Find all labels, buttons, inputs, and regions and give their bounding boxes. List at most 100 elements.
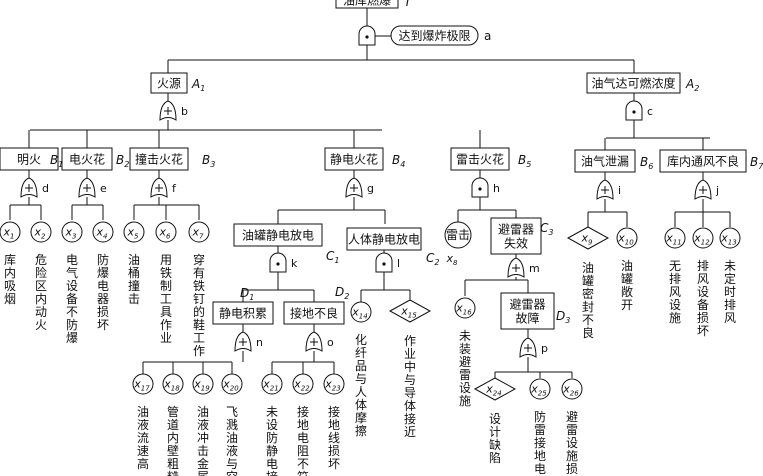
and-gate-dot <box>632 110 636 114</box>
event-box-B6 <box>574 149 636 173</box>
basic-event-id-x8: x8 <box>446 252 459 267</box>
event-description-x16: 未装避雷设施 <box>459 329 471 408</box>
basic-event-x4 <box>92 221 114 243</box>
event-description-x23: 接地线损坏 <box>328 404 340 471</box>
basic-event-id-x4: x4 <box>96 226 108 241</box>
and-gate-dot <box>365 35 369 39</box>
event-box-B2 <box>61 147 113 171</box>
event-description-x21: 未设防静电接 <box>266 405 278 476</box>
event-box-D2 <box>283 301 345 325</box>
event-label-D3: 避雷器 <box>509 298 545 312</box>
event-box-B1 <box>0 147 59 171</box>
basic-event-x2 <box>30 221 52 243</box>
event-label-A2: 油气达可燃浓度 <box>591 76 675 91</box>
gate-letter: e <box>100 182 107 195</box>
basic-event-x17 <box>132 373 154 395</box>
basic-event-x16 <box>454 297 476 319</box>
event-box-C3 <box>490 217 542 255</box>
condition-label: 达到爆炸极限 <box>398 29 470 43</box>
basic-event-x10 <box>616 227 638 249</box>
basic-event-x8-label: 雷击 <box>446 228 470 242</box>
event-box-A1 <box>150 72 188 94</box>
basic-event-x14 <box>350 301 372 323</box>
event-code-B7: B7 <box>750 155 763 171</box>
event-description-x25: 防雷接地电阻 <box>534 409 546 476</box>
event-code-B6: B6 <box>640 155 653 171</box>
event-code-C2: C2 <box>426 251 439 267</box>
event-label-B3: 撞击火花 <box>135 152 183 167</box>
event-description-x1: 库内吸烟 <box>4 252 16 306</box>
event-description-x11: 无排风设施 <box>669 259 681 325</box>
event-code-top: T <box>404 0 413 9</box>
gate-letter: g <box>367 182 374 195</box>
basic-event-x1 <box>0 221 21 243</box>
event-description-x4: 防爆电器损坏 <box>97 252 109 332</box>
basic-event-x3 <box>61 221 83 243</box>
event-box-C2 <box>346 227 422 251</box>
event-code-A2: A2 <box>685 77 699 93</box>
basic-event-x21 <box>261 373 283 395</box>
gate-letter: l <box>397 257 400 270</box>
event-label-B7: 库内通风不良 <box>667 154 739 169</box>
event-description-x24: 设计缺陷 <box>489 412 501 465</box>
event-label-D1: 静电积累 <box>219 307 267 321</box>
event-code-B1: B1 <box>50 153 63 169</box>
connector-lines <box>9 8 731 378</box>
event-label-B2: 电火花 <box>69 152 105 167</box>
basic-event-x20 <box>221 373 243 395</box>
gate-letter: b <box>181 105 188 118</box>
event-label-A1: 火源 <box>157 77 181 91</box>
event-description-x5: 油桶撞击 <box>128 253 140 306</box>
gate-letter: j <box>715 184 719 197</box>
event-description-x20: 飞溅油液与空 <box>226 405 238 476</box>
basic-event-x22 <box>292 373 314 395</box>
basic-event-x11 <box>664 227 686 249</box>
and-gate-dot <box>478 187 482 191</box>
event-box-top <box>335 0 399 9</box>
event-box-B5 <box>450 147 510 171</box>
event-label-B4: 静电火花 <box>330 152 378 167</box>
basic-event-x23 <box>323 373 345 395</box>
basic-event-id-x1: x1 <box>3 226 15 241</box>
event-label-B5: 雷击火花 <box>456 152 504 167</box>
event-description-x14: 化纤品与人体摩擦 <box>355 333 367 438</box>
event-description-x2: 危险区内动火 <box>35 253 47 332</box>
event-code-B2: B2 <box>116 153 129 169</box>
basic-event-x25 <box>529 378 551 400</box>
gate-letter: m <box>529 262 540 275</box>
event-description-x7: 穿有铁钉的鞋工作 <box>193 252 205 358</box>
event-label-C3: 避雷器 <box>498 223 534 237</box>
gate-letter: k <box>291 257 298 270</box>
event-description-x18: 管道内壁粗糙 <box>167 404 179 476</box>
basic-event-id-x3: x3 <box>65 226 77 241</box>
gate-letter: c <box>647 105 653 118</box>
event-description-x22: 接地电阻不符 <box>297 404 309 476</box>
event-description-x3: 电气设备不防爆 <box>66 253 78 345</box>
basic-event-x13 <box>719 227 741 249</box>
condition-event-a <box>390 25 479 46</box>
event-code-C1: C1 <box>326 249 339 265</box>
event-box-D3 <box>500 292 555 330</box>
event-description-x12: 排风设备损坏 <box>697 259 709 338</box>
event-box-A2 <box>586 72 681 94</box>
gate-letter: p <box>541 342 548 355</box>
gate-letter: d <box>42 182 49 195</box>
gate-letter: f <box>172 182 177 195</box>
event-code-A1: A1 <box>191 77 205 93</box>
event-code-B3: B3 <box>202 153 215 169</box>
gate-letter: h <box>493 182 500 195</box>
basic-event-x6 <box>155 221 177 243</box>
event-description-x10: 油罐敞开 <box>621 259 633 312</box>
basic-event-x12 <box>692 227 714 249</box>
event-description-x9: 油罐密封不良 <box>582 261 594 340</box>
undeveloped-event-x9 <box>566 226 610 250</box>
basic-event-x8 <box>444 221 472 249</box>
event-code-B5: B5 <box>518 153 531 169</box>
event-code-D2: D2 <box>335 285 349 301</box>
event-label-D3: 故障 <box>515 311 539 326</box>
and-gate-dot <box>276 262 280 266</box>
event-label-D2: 接地不良 <box>290 306 338 321</box>
event-description-x6: 用铁制工具作业 <box>160 253 172 345</box>
event-label-B1: 明火 <box>17 153 41 167</box>
